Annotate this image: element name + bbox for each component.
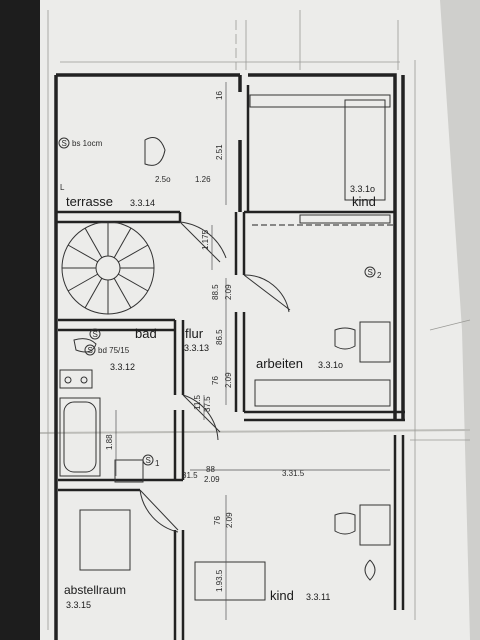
furniture-outlines (59, 94, 391, 601)
dim-88: 88 (206, 465, 215, 474)
dim-126: 1.26 (195, 175, 211, 184)
paper-fold (39, 429, 471, 434)
room-name-flur: flur (185, 326, 204, 341)
door-swings (139, 221, 291, 533)
room-name-bad: bad (135, 326, 157, 341)
dim-76b: 76 (213, 516, 222, 525)
dim-209b: 2.09 (224, 372, 233, 388)
dim-375: 37.5 (203, 396, 212, 412)
room-name-kind-top: kind (352, 194, 376, 209)
room-number-kind-bottom: 3.3.11 (306, 592, 330, 602)
dim-1175: 1.175 (201, 229, 210, 250)
s-marker-bd-label: S (88, 346, 93, 355)
s-marker-kind (364, 266, 376, 278)
dim-3315: 3.31.5 (282, 469, 305, 478)
dim-115: 11.5 (193, 394, 202, 410)
l-marker: L (60, 183, 65, 192)
room-name-arbeiten: arbeiten (256, 356, 303, 371)
room-number-flur: 3.3.13 (184, 343, 209, 353)
room-number-terrasse: 3.3.14 (130, 198, 155, 208)
construction-lines (47, 10, 471, 630)
exterior-walls (54, 73, 405, 640)
s-marker-terrasse (58, 137, 70, 149)
dim-209c: 2.09 (204, 475, 220, 484)
paper-shadow (440, 0, 480, 640)
s-marker-bad-label: S (93, 330, 98, 339)
dim-1935: 1.93.5 (215, 569, 224, 592)
room-number-arbeiten: 3.3.1o (318, 360, 343, 370)
s-marker-terrasse-label: S (62, 139, 67, 148)
bs-note: bs 1ocm (72, 139, 103, 148)
dim-209a: 2.09 (224, 284, 233, 300)
room-name-terrasse: terrasse (66, 194, 113, 209)
room-name-abstellraum: abstellraum (64, 583, 126, 597)
dim-16: 16 (215, 91, 224, 100)
dim-188: 1.88 (105, 434, 114, 450)
room-number-kind-top: 3.3.1o (350, 184, 375, 194)
dim-885: 88.5 (211, 284, 220, 300)
dim-76a: 76 (211, 376, 220, 385)
dim-250: 2.5o (155, 175, 171, 184)
room-number-bad: 3.3.12 (110, 362, 135, 372)
room-name-kind-bottom: kind (270, 588, 294, 603)
dim-251: 2.51 (215, 144, 224, 160)
room-number-abstellraum: 3.3.15 (66, 600, 91, 610)
s-marker-bd (84, 344, 96, 356)
bd-note: bd 75/15 (98, 346, 130, 355)
s-marker-kind-label: S (368, 268, 373, 277)
interior-walls (56, 85, 405, 640)
s-marker-kind-sub: 2 (377, 271, 382, 280)
dimension-lines (115, 82, 390, 620)
dim-313: 31.5 (182, 471, 198, 480)
dim-209d: 2.09 (225, 512, 234, 528)
s-marker-bad-lower-sub: 1 (155, 459, 160, 468)
s-marker-bad (89, 328, 101, 340)
dim-865: 86.5 (215, 329, 224, 345)
s-marker-bad-lower-label: S (146, 456, 151, 465)
spiral-staircase (61, 221, 155, 315)
s-marker-bad-lower (142, 454, 154, 466)
